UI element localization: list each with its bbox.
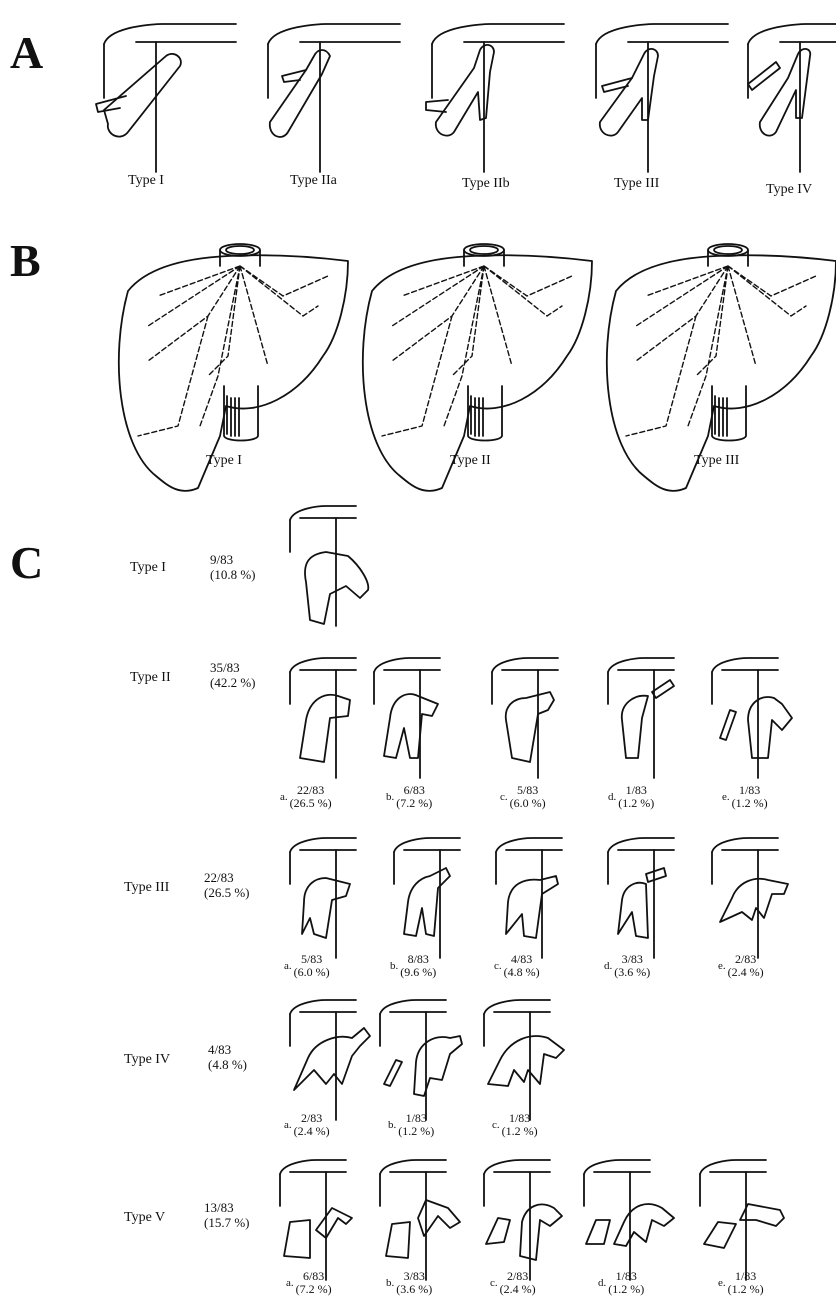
- c-type-v-c-figure: [484, 1160, 562, 1280]
- c-type-iii-a-caption: a.5/83(6.0 %): [284, 953, 330, 979]
- c-type-v-e-caption: e.1/83(1.2 %): [718, 1270, 764, 1296]
- c-type-iv-b-figure: [380, 1000, 462, 1120]
- c-type-ii-c-caption: c.5/83(6.0 %): [500, 784, 546, 810]
- c-row-type-i-ratio: 9/83(10.8 %): [210, 552, 256, 582]
- c-type-ii-d-figure: [608, 658, 674, 778]
- c-type-iii-c-figure: [496, 838, 562, 958]
- a-type-iv-label: Type IV: [766, 182, 812, 198]
- c-type-ii-a-figure: [290, 658, 356, 778]
- c-type-iii-a-figure: [290, 838, 356, 958]
- c-row-type-iii-label: Type III: [124, 880, 169, 896]
- c-type-v-d-caption: d.1/83(1.2 %): [598, 1270, 644, 1296]
- c-type-v-a-figure: [280, 1160, 352, 1280]
- c-type-ii-b-caption: b.6/83(7.2 %): [386, 784, 432, 810]
- c-row-type-iv-label: Type IV: [124, 1052, 170, 1068]
- a-type-i-figure: [96, 24, 236, 172]
- c-row-type-ii-label: Type II: [130, 670, 171, 686]
- panel-a-letter: A: [10, 30, 43, 76]
- c-type-ii-c-figure: [492, 658, 558, 778]
- c-type-iii-e-figure: [712, 838, 788, 958]
- c-type-iv-a-caption: a.2/83(2.4 %): [284, 1112, 330, 1138]
- c-type-iv-b-caption: b.1/83(1.2 %): [388, 1112, 434, 1138]
- c-type-v-d-figure: [584, 1160, 674, 1280]
- c-type-v-b-figure: [380, 1160, 460, 1280]
- c-type-v-c-caption: c.2/83(2.4 %): [490, 1270, 536, 1296]
- a-type-iib-label: Type IIb: [462, 176, 510, 192]
- panel-c-figures: [280, 506, 792, 1280]
- c-type-iii-b-figure: [394, 838, 460, 958]
- c-type-ii-a-caption: a.22/83(26.5 %): [280, 784, 332, 810]
- c-type-i-figure: [290, 506, 368, 626]
- c-row-type-iv-ratio: 4/83(4.8 %): [208, 1042, 247, 1072]
- c-row-type-v-label: Type V: [124, 1210, 165, 1226]
- c-type-v-b-caption: b.3/83(3.6 %): [386, 1270, 432, 1296]
- c-type-ii-b-figure: [374, 658, 440, 778]
- a-type-i-label: Type I: [128, 173, 164, 189]
- panel-c-letter: C: [10, 540, 43, 586]
- b-type-ii-label: Type II: [450, 453, 491, 469]
- b-type-iii-label: Type III: [694, 453, 739, 469]
- c-type-iii-c-caption: c.4/83(4.8 %): [494, 953, 540, 979]
- a-type-iia-figure: [268, 24, 400, 172]
- panel-a-figures: [96, 24, 836, 172]
- c-type-iii-e-caption: e.2/83(2.4 %): [718, 953, 764, 979]
- c-row-type-i-label: Type I: [130, 560, 166, 576]
- a-type-iii-label: Type III: [614, 176, 659, 192]
- c-type-iv-a-figure: [290, 1000, 370, 1120]
- a-type-iib-figure: [426, 24, 564, 172]
- c-type-iii-d-caption: d.3/83(3.6 %): [604, 953, 650, 979]
- c-row-type-v-ratio: 13/83(15.7 %): [204, 1200, 250, 1230]
- c-type-v-a-caption: a.6/83(7.2 %): [286, 1270, 332, 1296]
- c-type-iv-c-caption: c.1/83(1.2 %): [492, 1112, 538, 1138]
- b-type-i-label: Type I: [206, 453, 242, 469]
- c-type-iii-b-caption: b.8/83(9.6 %): [390, 953, 436, 979]
- c-row-type-ii-ratio: 35/83(42.2 %): [210, 660, 256, 690]
- a-type-iv-figure: [748, 24, 836, 172]
- c-type-iii-d-figure: [608, 838, 674, 958]
- a-type-iii-figure: [596, 24, 728, 172]
- a-type-iia-label: Type IIa: [290, 173, 337, 189]
- c-row-type-iii-ratio: 22/83(26.5 %): [204, 870, 250, 900]
- c-type-v-e-figure: [700, 1160, 784, 1280]
- c-type-iv-c-figure: [484, 1000, 564, 1120]
- panel-b-letter: B: [10, 238, 41, 284]
- c-type-ii-d-caption: d.1/83(1.2 %): [608, 784, 654, 810]
- c-type-ii-e-caption: e.1/83(1.2 %): [722, 784, 768, 810]
- c-type-ii-e-figure: [712, 658, 792, 778]
